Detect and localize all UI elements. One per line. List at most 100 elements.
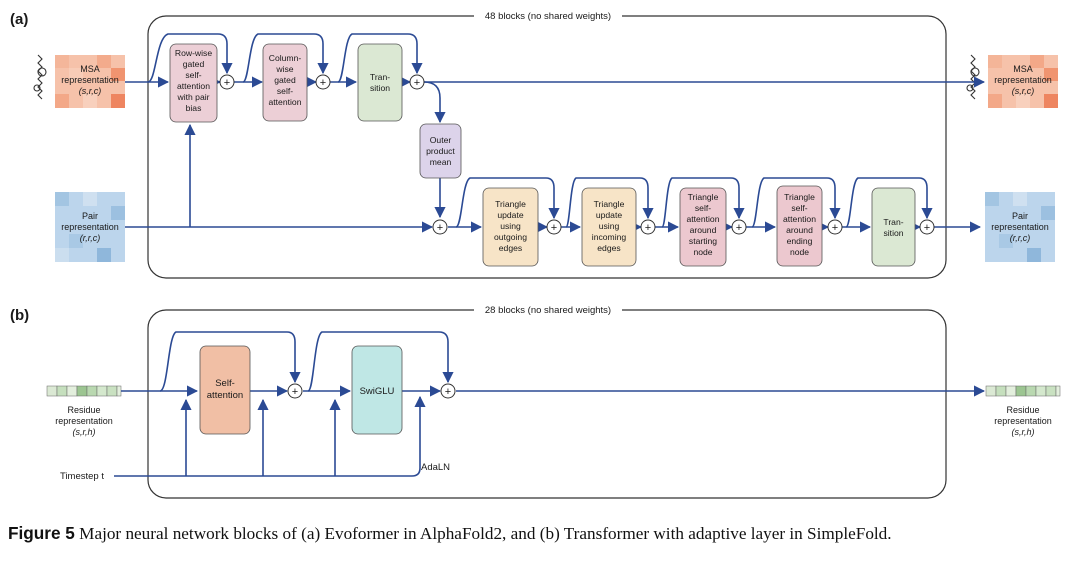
diagram: (a) 48 blocks (no shared weights) MSA re… — [10, 11, 1061, 499]
svg-text:+: + — [320, 77, 326, 89]
plus-node: + — [640, 219, 656, 235]
svg-text:around: around — [786, 225, 813, 235]
svg-text:attention: attention — [269, 97, 302, 107]
residue-input-label-1: Residue — [67, 405, 100, 415]
svg-text:Tran-: Tran- — [370, 72, 390, 82]
adaln-label: AdaLN — [421, 462, 450, 473]
swiglu-block: SwiGLU — [351, 345, 403, 435]
svg-text:product: product — [426, 146, 455, 156]
svg-text:+: + — [224, 77, 230, 89]
plus-node: + — [432, 219, 448, 235]
svg-text:mean: mean — [430, 157, 452, 167]
svg-text:bias: bias — [186, 103, 202, 113]
panel-b-frame-title: 28 blocks (no shared weights) — [485, 305, 611, 316]
svg-text:self-: self- — [185, 70, 201, 80]
residue-input-label-2: representation — [55, 416, 113, 426]
svg-text:SwiGLU: SwiGLU — [360, 386, 395, 397]
svg-text:attention: attention — [207, 390, 243, 401]
panel-b-frame — [147, 309, 947, 499]
panel-b-connections — [114, 331, 986, 477]
msa-molecule-icon — [33, 54, 47, 100]
residue-input-dims: (s,r,h) — [72, 427, 95, 437]
svg-text:gated: gated — [274, 75, 296, 85]
msa-output-dims: (s,r,c) — [1012, 86, 1035, 96]
figure-number: Figure 5 — [8, 523, 75, 543]
svg-text:Tran-: Tran- — [883, 217, 903, 227]
msa-output-tile: MSA representation (s,r,c) — [988, 55, 1058, 108]
figure-caption: Figure 5 Major neural network blocks of … — [8, 522, 1074, 545]
triangle-update-incoming-block: Triangle update using incoming edges — [581, 187, 637, 267]
svg-text:attention: attention — [177, 81, 210, 91]
figure-caption-text: Major neural network blocks of (a) Evofo… — [79, 524, 892, 543]
pair-input-dims: (r,r,c) — [80, 233, 101, 243]
msa-input-dims: (s,r,c) — [79, 86, 102, 96]
svg-text:self-: self- — [791, 203, 807, 213]
triangle-update-outgoing-block: Triangle update using outgoing edges — [482, 187, 539, 267]
plus-node: + — [919, 219, 935, 235]
self-attention-block: Self- attention — [199, 345, 251, 435]
svg-text:ending: ending — [787, 236, 813, 246]
svg-text:Outer: Outer — [430, 135, 452, 145]
svg-text:Row-wise: Row-wise — [175, 48, 212, 58]
svg-text:using: using — [500, 221, 521, 231]
msa-input-label-2: representation — [61, 75, 119, 85]
msa-output-label-1: MSA — [1013, 64, 1033, 74]
svg-text:Self-: Self- — [215, 378, 235, 389]
svg-text:attention: attention — [687, 214, 720, 224]
msa-input-tile: MSA representation (s,r,c) — [55, 55, 125, 108]
svg-text:sition: sition — [883, 228, 903, 238]
pair-output-tile: Pair representation (r,r,c) — [985, 192, 1055, 262]
pair-output-label-1: Pair — [1012, 211, 1028, 221]
svg-text:+: + — [292, 386, 298, 398]
triangle-attention-ending-block: Triangle self- attention around ending n… — [776, 185, 823, 267]
residue-output-dims: (s,r,h) — [1011, 427, 1034, 437]
column-attention-block: Column- wise gated self- attention — [262, 43, 308, 122]
svg-text:starting: starting — [689, 236, 717, 246]
pair-input-label-1: Pair — [82, 211, 98, 221]
svg-text:edges: edges — [597, 243, 620, 253]
svg-text:outgoing: outgoing — [494, 232, 527, 242]
svg-text:edges: edges — [499, 243, 522, 253]
svg-text:node: node — [790, 247, 809, 257]
plus-node: + — [546, 219, 562, 235]
svg-text:+: + — [551, 222, 557, 234]
svg-text:self-: self- — [695, 203, 711, 213]
msa-output-label-2: representation — [994, 75, 1052, 85]
pair-output-dims: (r,r,c) — [1010, 233, 1031, 243]
svg-text:incoming: incoming — [592, 232, 627, 242]
svg-text:wise: wise — [275, 64, 293, 74]
svg-text:node: node — [693, 247, 712, 257]
svg-text:+: + — [924, 222, 930, 234]
msa-input-label-1: MSA — [80, 64, 100, 74]
residue-output-label-2: representation — [994, 416, 1052, 426]
panel-a-label: (a) — [10, 11, 28, 28]
plus-node: + — [287, 383, 303, 399]
svg-text:update: update — [497, 210, 524, 220]
outer-product-block: Outer product mean — [419, 123, 462, 179]
residue-output-label-1: Residue — [1006, 405, 1039, 415]
plus-node: + — [731, 219, 747, 235]
pair-input-label-2: representation — [61, 222, 119, 232]
svg-text:+: + — [437, 222, 443, 234]
svg-text:self-: self- — [277, 86, 293, 96]
msa-transition-block: Tran- sition — [357, 43, 403, 122]
plus-node: + — [409, 74, 425, 90]
svg-text:update: update — [596, 210, 623, 220]
svg-text:+: + — [445, 386, 451, 398]
svg-text:+: + — [645, 222, 651, 234]
svg-text:+: + — [414, 77, 420, 89]
svg-text:around: around — [690, 225, 717, 235]
svg-text:Triangle: Triangle — [495, 199, 526, 209]
svg-text:+: + — [736, 222, 742, 234]
timestep-label: Timestep t — [60, 471, 104, 482]
panel-a-frame-title: 48 blocks (no shared weights) — [485, 11, 611, 22]
panel-a-connections — [125, 33, 986, 233]
svg-text:gated: gated — [183, 59, 205, 69]
residue-input-strip — [46, 385, 122, 397]
svg-text:sition: sition — [370, 83, 390, 93]
svg-text:Triangle: Triangle — [784, 192, 815, 202]
row-attention-block: Row-wise gated self- attention with pair… — [169, 43, 218, 123]
triangle-attention-starting-block: Triangle self- attention around starting… — [679, 187, 727, 267]
residue-output-strip — [985, 385, 1061, 397]
pair-input-tile: Pair representation (r,r,c) — [55, 192, 125, 262]
